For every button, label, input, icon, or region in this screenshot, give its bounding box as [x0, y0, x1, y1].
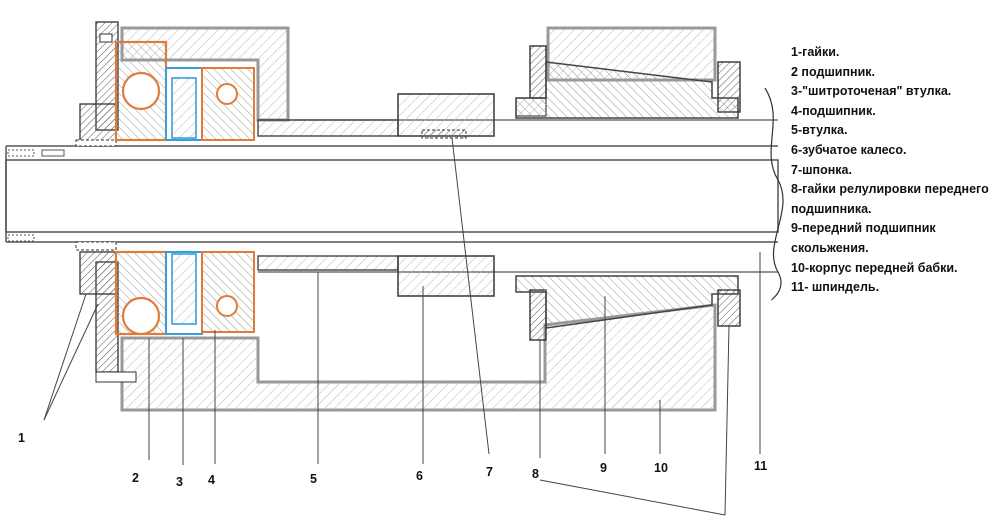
legend-item-7: 7-шпонка.	[791, 162, 852, 177]
callout-4: 4	[208, 473, 215, 487]
front-bearing-9	[515, 61, 739, 329]
sleeve-5	[257, 119, 399, 271]
callout-8: 8	[532, 467, 539, 481]
legend-item-6: 6-зубчатое калесо.	[791, 142, 907, 157]
legend-item-2: 2 подшипник.	[791, 64, 875, 79]
legend-item-1: 1-гайки.	[791, 45, 840, 59]
legend-item-5: 5-втулка.	[791, 123, 848, 138]
bearing-4	[201, 67, 255, 333]
callout-1: 1	[18, 431, 25, 445]
parts-legend: 1-гайки. 2 подшипник. 3-"шитроточеная" в…	[791, 43, 996, 298]
bushing-3	[165, 67, 203, 335]
gear-6	[397, 93, 495, 297]
callout-6: 6	[416, 469, 423, 483]
legend-item-11: 11- шпиндель.	[791, 280, 880, 295]
left-nuts	[75, 21, 137, 383]
callout-7: 7	[486, 465, 493, 479]
callout-5: 5	[310, 472, 317, 486]
bearing-2	[114, 40, 168, 336]
leader-lines	[43, 137, 761, 516]
callout-10: 10	[654, 461, 668, 475]
callout-3: 3	[176, 475, 183, 489]
callout-numbers: 1 2 3 4 5 6 7 8 9 10 11	[18, 431, 767, 489]
legend-item-4: 4-подшипник.	[791, 103, 876, 118]
legend-item-9: 9-передний подшипник скольжения.	[791, 221, 936, 255]
legend-item-8: 8-гайки релулировки переднего подшипника…	[791, 182, 989, 216]
callout-2: 2	[132, 471, 139, 485]
key-7	[421, 129, 467, 139]
legend-item-10: 10-корпус передней бабки.	[791, 260, 958, 275]
callout-9: 9	[600, 461, 607, 475]
spindle-break-line	[764, 87, 784, 301]
spindle	[5, 87, 784, 301]
spindle-end-slots	[7, 149, 65, 242]
legend-item-3: 3-"шитроточеная" втулка.	[791, 84, 952, 99]
callout-11: 11	[754, 459, 767, 473]
